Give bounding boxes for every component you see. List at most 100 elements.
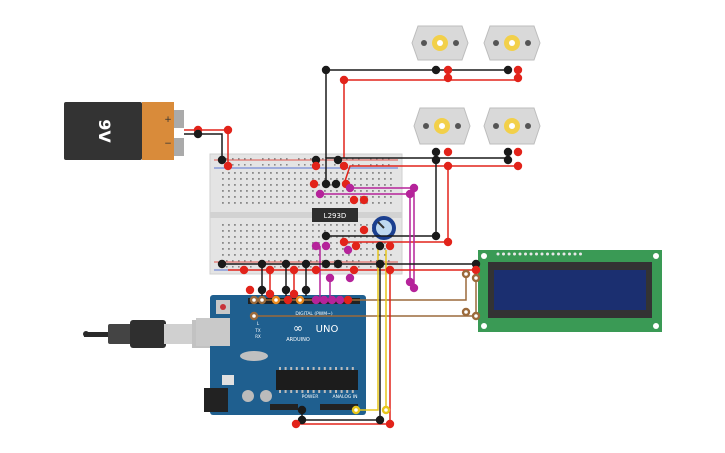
chip-pin xyxy=(340,367,343,370)
lcd-display[interactable] xyxy=(478,250,662,332)
breadboard-hole xyxy=(282,230,284,232)
breadboard-hole xyxy=(246,242,248,244)
breadboard-hole xyxy=(234,224,236,226)
breadboard-hole xyxy=(366,178,368,180)
breadboard-hole xyxy=(324,202,326,204)
breadboard-hole xyxy=(294,254,296,256)
breadboard-hole xyxy=(330,196,332,198)
breadboard-hole xyxy=(348,224,350,226)
breadboard-hole xyxy=(372,202,374,204)
breadboard-rail-hole xyxy=(298,260,300,262)
breadboard-hole xyxy=(228,172,230,174)
breadboard-hole xyxy=(240,248,242,250)
connection-dot xyxy=(405,189,415,199)
breadboard-rail-hole xyxy=(352,158,354,160)
chip-pin xyxy=(329,367,332,370)
breadboard-hole xyxy=(330,172,332,174)
breadboard-hole xyxy=(258,202,260,204)
breadboard-hole xyxy=(366,254,368,256)
breadboard-rail-hole xyxy=(310,266,312,268)
breadboard-rail-hole xyxy=(376,158,378,160)
breadboard-hole xyxy=(366,236,368,238)
breadboard-hole xyxy=(294,184,296,186)
arduino-uno[interactable]: UNO ARDUINO ∞ DIGITAL (PWM~) POWER ANALO… xyxy=(196,295,366,415)
breadboard-hole xyxy=(240,230,242,232)
breadboard-hole xyxy=(240,184,242,186)
breadboard-hole xyxy=(282,242,284,244)
breadboard-hole xyxy=(366,224,368,226)
breadboard-hole xyxy=(288,178,290,180)
breadboard-hole xyxy=(258,196,260,198)
connection-dot xyxy=(359,195,369,205)
breadboard-hole xyxy=(366,184,368,186)
breadboard-hole xyxy=(342,190,344,192)
lcd-pins xyxy=(496,252,582,256)
breadboard-hole xyxy=(282,184,284,186)
connection-dot xyxy=(265,265,275,275)
breadboard-hole xyxy=(324,254,326,256)
chip-pin xyxy=(318,367,321,370)
connection-dot xyxy=(321,259,331,269)
breadboard-hole xyxy=(294,248,296,250)
breadboard-hole xyxy=(384,242,386,244)
breadboard-hole xyxy=(330,230,332,232)
wire-motor-mid-black xyxy=(325,157,508,182)
chip-pin xyxy=(312,390,315,393)
breadboard-rail-hole xyxy=(388,158,390,160)
breadboard-rail-hole xyxy=(370,164,372,166)
connection-dot xyxy=(291,419,301,429)
breadboard-hole xyxy=(372,172,374,174)
ic-chip[interactable]: L293D xyxy=(312,208,358,222)
connection-dot xyxy=(443,147,453,157)
breadboard-rail-hole xyxy=(316,260,318,262)
breadboard-rail-hole xyxy=(238,266,240,268)
connection-dot xyxy=(431,147,441,157)
breadboard-hole xyxy=(330,242,332,244)
connection-dot xyxy=(321,241,331,251)
motor-mid-left[interactable] xyxy=(413,107,471,145)
breadboard-hole xyxy=(366,190,368,192)
breadboard-hole xyxy=(276,236,278,238)
chip-pin xyxy=(295,367,298,370)
connection-dot-center xyxy=(274,298,278,302)
breadboard-hole xyxy=(240,190,242,192)
breadboard-hole xyxy=(246,230,248,232)
motor-mid-right[interactable] xyxy=(483,107,541,145)
breadboard-hole xyxy=(312,196,314,198)
potentiometer[interactable] xyxy=(372,216,396,240)
breadboard[interactable] xyxy=(209,153,403,275)
breadboard-rail-hole xyxy=(322,158,324,160)
chip-pin xyxy=(301,390,304,393)
battery-9v[interactable]: 9V + − xyxy=(64,102,184,160)
breadboard-hole xyxy=(324,224,326,226)
connection-dot xyxy=(223,125,233,135)
breadboard-hole xyxy=(258,248,260,250)
digital-label: DIGITAL (PWM~) xyxy=(295,311,333,317)
breadboard-hole xyxy=(222,236,224,238)
breadboard-rail-hole xyxy=(280,266,282,268)
connection-dot xyxy=(301,259,311,269)
breadboard-hole xyxy=(372,236,374,238)
breadboard-hole xyxy=(228,196,230,198)
lcd-pin xyxy=(529,252,533,256)
breadboard-hole xyxy=(234,202,236,204)
motor-top-left[interactable] xyxy=(411,25,469,61)
connection-dot-center xyxy=(464,310,468,314)
connection-dot xyxy=(431,155,441,165)
breadboard-hole xyxy=(312,224,314,226)
breadboard-hole xyxy=(240,172,242,174)
breadboard-rail-hole xyxy=(298,266,300,268)
motor-top-right[interactable] xyxy=(483,25,541,61)
breadboard-rail-hole xyxy=(298,164,300,166)
connection-dot xyxy=(431,65,441,75)
lcd-pin xyxy=(551,252,555,256)
connection-dot xyxy=(311,161,321,171)
breadboard-hole xyxy=(264,172,266,174)
breadboard-hole xyxy=(354,224,356,226)
breadboard-hole xyxy=(384,172,386,174)
breadboard-hole xyxy=(294,236,296,238)
breadboard-hole xyxy=(228,190,230,192)
breadboard-hole xyxy=(264,236,266,238)
connection-dot xyxy=(289,265,299,275)
breadboard-hole xyxy=(342,248,344,250)
